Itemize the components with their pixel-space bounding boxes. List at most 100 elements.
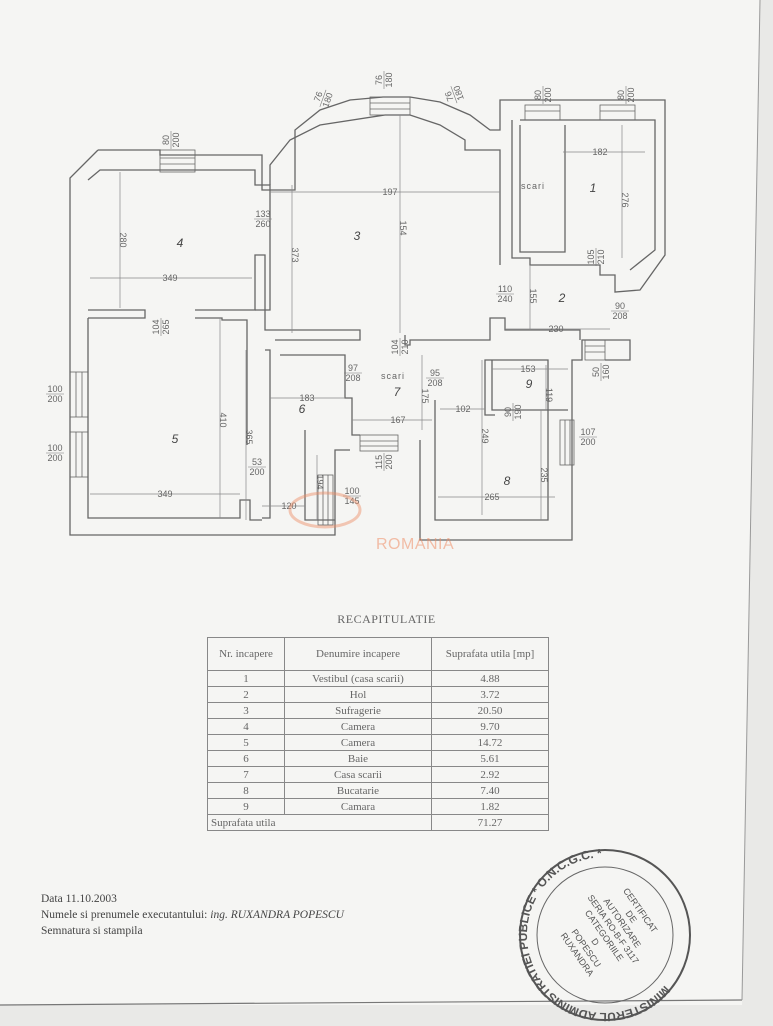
opening-width-label: 95 <box>430 368 440 378</box>
opening-width-label: 76 <box>312 90 325 103</box>
total-row: Suprafata utila 71.27 <box>207 814 549 831</box>
cell-nr: 7 <box>207 766 285 783</box>
executant-name: ing. RUXANDRA POPESCU <box>210 909 344 921</box>
opening-width-label: 105 <box>586 249 596 264</box>
opening-width-label: 76 <box>374 75 384 85</box>
table-header-row: Nr. incapere Denumire incapere Suprafata… <box>207 637 549 671</box>
header-nr: Nr. incapere <box>207 637 285 671</box>
recap-table: Nr. incapere Denumire incapere Suprafata… <box>207 637 549 831</box>
opening-width-label: 110 <box>498 284 512 294</box>
cell-nr: 6 <box>207 750 285 767</box>
dimension-label: 197 <box>382 187 397 197</box>
dimension-label: 119 <box>544 388 554 402</box>
paper-edge-right <box>741 0 761 1001</box>
dimension-label: 155 <box>528 288 538 303</box>
opening-height-label: 200 <box>47 453 62 463</box>
dimension-label: 183 <box>299 393 314 403</box>
dimension-label: 349 <box>162 273 177 283</box>
stair-well-1 <box>519 125 566 253</box>
room-number-label: 2 <box>558 291 566 305</box>
outer-wall-bottom-right <box>419 339 631 541</box>
fraction-bar <box>450 86 458 104</box>
outer-wall-left <box>69 149 350 536</box>
cell-name: Baie <box>284 750 432 767</box>
window-hatches <box>69 96 636 526</box>
room-number-label: 8 <box>504 474 511 488</box>
opening-width-label: 90 <box>503 407 513 417</box>
executant-line: Numele si prenumele executantului: ing. … <box>41 909 344 921</box>
room-6-7-wall <box>262 349 271 519</box>
dimension-label: 182 <box>592 147 607 157</box>
room-4-wall <box>87 169 271 311</box>
dimension-label: 175 <box>420 388 430 403</box>
opening-height-label: 200 <box>384 454 394 469</box>
watermark-logo-icon <box>288 491 362 529</box>
room-number-label: 4 <box>177 236 184 250</box>
opening-width-label: 97 <box>348 363 358 373</box>
dimension-label: 230 <box>548 324 563 334</box>
room-number-label: 7 <box>394 385 402 399</box>
header-area: Suprafata utila [mp] <box>431 637 549 671</box>
opening-height-label: 260 <box>255 219 270 229</box>
cell-nr: 8 <box>207 782 285 799</box>
room-9-wall <box>491 360 568 411</box>
stairs-label: scari <box>381 371 405 381</box>
cell-area: 5.61 <box>431 750 549 767</box>
paper-edge <box>0 999 743 1006</box>
room-number-label: 6 <box>299 402 306 416</box>
fraction-bar <box>319 89 327 107</box>
cell-nr: 9 <box>207 798 285 815</box>
room-7-wall <box>404 317 581 346</box>
opening-width-label: 107 <box>580 427 595 437</box>
opening-height-label: 180 <box>384 72 394 87</box>
dimension-label: 280 <box>118 232 128 247</box>
cell-area: 7.40 <box>431 782 549 799</box>
cell-nr: 2 <box>207 686 285 703</box>
cell-area: 20.50 <box>431 702 549 719</box>
opening-height-label: 208 <box>612 311 627 321</box>
dimension-label: 249 <box>480 428 490 443</box>
opening-width-label: 80 <box>616 90 626 100</box>
room-number-label: 5 <box>172 432 179 446</box>
dimension-label: 265 <box>484 492 499 502</box>
opening-height-label: 240 <box>497 294 512 304</box>
total-label: Suprafata utila <box>207 814 432 831</box>
opening-width-label: 50 <box>591 367 601 377</box>
outer-wall <box>98 96 666 293</box>
opening-width-label: 104 <box>151 319 161 334</box>
dimension-lines <box>90 115 645 520</box>
stairs-label: scari <box>521 181 545 191</box>
opening-height-label: 208 <box>427 378 442 388</box>
room-5-inner <box>87 318 262 521</box>
cell-nr: 3 <box>207 702 285 719</box>
opening-height-label: 200 <box>626 87 636 102</box>
cell-nr: 1 <box>207 670 285 687</box>
cell-area: 1.82 <box>431 798 549 815</box>
dimension-label: 194 <box>315 474 325 489</box>
opening-width-label: 100 <box>47 384 62 394</box>
opening-height-label: 190 <box>513 404 523 419</box>
cell-area: 2.92 <box>431 766 549 783</box>
dimension-label: 373 <box>290 247 300 262</box>
room-number-label: 1 <box>590 181 597 195</box>
recap-title: RECAPITULATIE <box>337 612 436 626</box>
dimension-label: 167 <box>390 415 405 425</box>
opening-height-label: 208 <box>345 373 360 383</box>
opening-height-label: 145 <box>344 496 359 506</box>
cell-name: Casa scarii <box>284 766 432 783</box>
opening-width-label: 80 <box>161 135 171 145</box>
opening-height-label: 200 <box>543 87 553 102</box>
opening-height-label: 200 <box>249 467 264 477</box>
cell-name: Vestibul (casa scarii) <box>284 670 432 687</box>
room-1-wall <box>520 119 656 271</box>
room-6-inner <box>280 354 360 436</box>
cell-name: Bucatarie <box>284 782 432 799</box>
executant-label: Numele si prenumele executantului: <box>41 909 208 921</box>
dimension-label: 153 <box>520 364 535 374</box>
